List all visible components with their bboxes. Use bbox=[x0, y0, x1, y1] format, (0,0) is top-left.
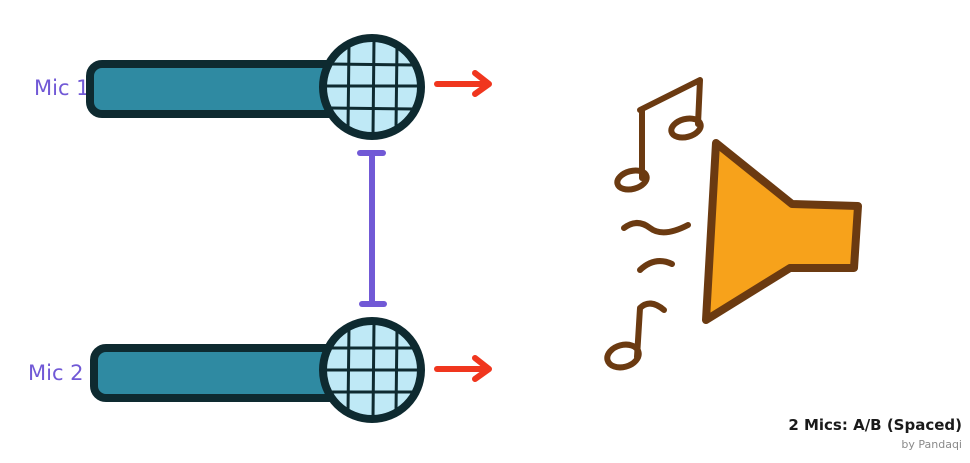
mic2-label: Mic 2 bbox=[28, 361, 84, 385]
speaker-icon bbox=[706, 143, 858, 320]
mic1-label: Mic 1 bbox=[34, 76, 90, 100]
single-music-note-icon bbox=[605, 303, 664, 370]
diagram-title: 2 Mics: A/B (Spaced) bbox=[788, 416, 962, 434]
mic1-arrow-right-icon bbox=[437, 73, 489, 94]
mic2-microphone-icon bbox=[94, 321, 421, 419]
mic2-arrow-right-icon bbox=[437, 358, 489, 379]
mic1-microphone-icon bbox=[90, 38, 421, 136]
sound-wave-icon bbox=[624, 223, 688, 270]
double-music-note-icon bbox=[615, 80, 703, 193]
spacing-line bbox=[360, 153, 384, 304]
diagram-credit: by Pandaqi bbox=[901, 438, 962, 451]
